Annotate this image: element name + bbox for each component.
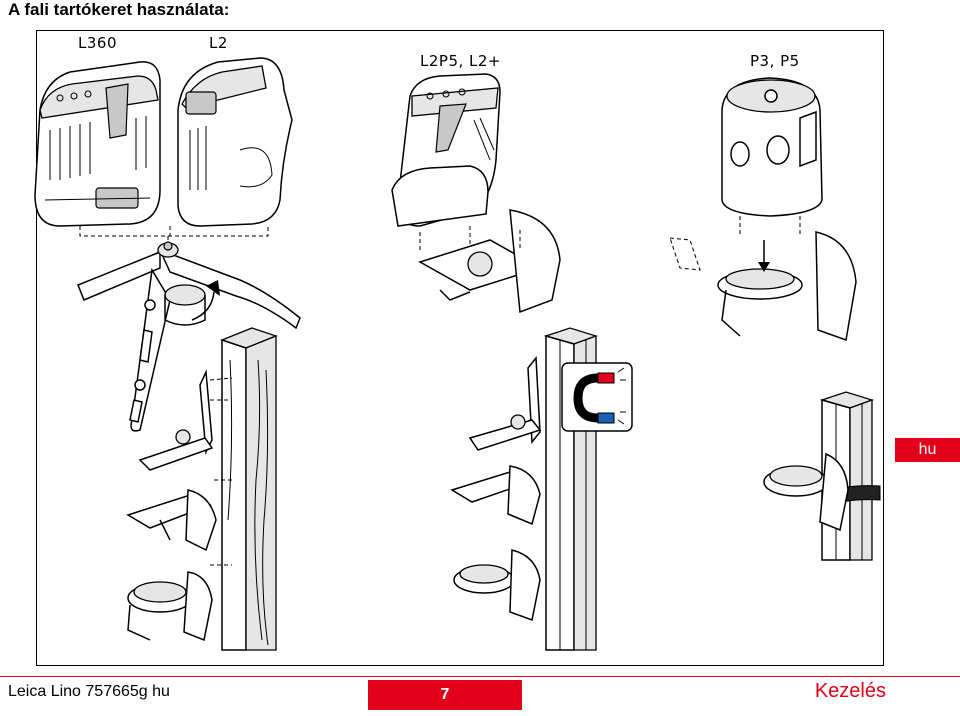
rotation-arrow-icon [191, 291, 215, 321]
p3-bracket-icon [669, 231, 857, 342]
metal-profile-laser-base-icon [453, 549, 541, 622]
steel-profile-laser-base-icon [763, 452, 849, 532]
model-label-p3: P3, P5 [750, 52, 800, 70]
wood-post-laser-base-icon [127, 564, 232, 642]
page-title: A fali tartókeret használata: [8, 0, 230, 19]
wooden-post-icon [220, 327, 278, 651]
model-label-l360: L360 [78, 34, 117, 52]
model-label-l2p5: L2P5, L2+ [420, 52, 501, 70]
wood-post-platform-icon [126, 479, 232, 552]
p3-device-icon [721, 77, 823, 236]
page-number: 7 [368, 680, 522, 710]
section-name: Kezelés [814, 680, 886, 702]
l360-device-icon [34, 61, 161, 227]
language-tab: hu [895, 438, 960, 462]
l2p5-bracket-icon [418, 209, 561, 314]
wood-post-bracket-icon [138, 369, 233, 471]
l2-device-icon [169, 57, 293, 236]
footer-divider [0, 676, 960, 677]
wall-mount-bracket-icon [77, 241, 301, 432]
footer-document-id: Leica Lino 757665g hu [8, 683, 170, 700]
magnet-icon [561, 362, 633, 432]
metal-profile-bracket-icon [468, 355, 542, 451]
metal-profile-platform-icon [450, 465, 541, 526]
model-label-l2: L2 [209, 34, 228, 52]
l2p5-device-icon [391, 73, 501, 250]
